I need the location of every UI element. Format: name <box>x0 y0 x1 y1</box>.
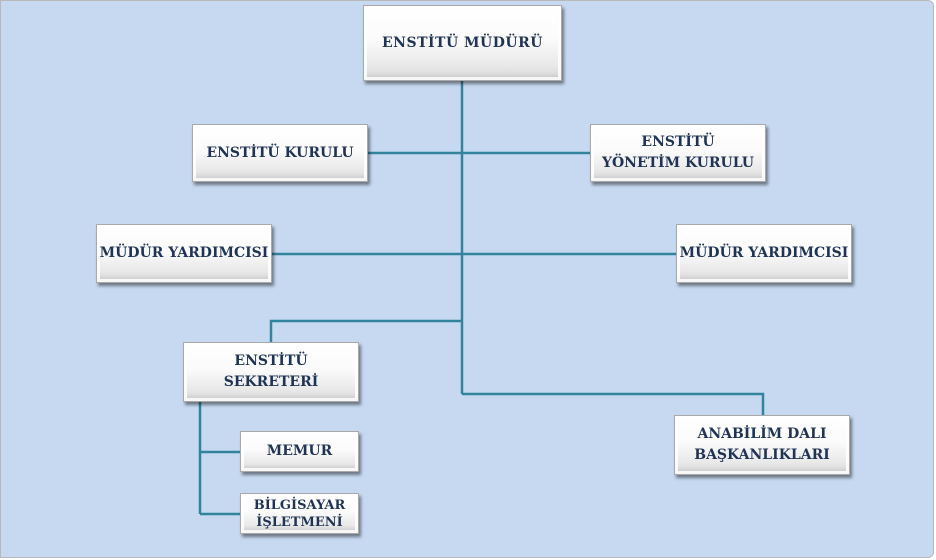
director-label: ENSTİTÜ MÜDÜRÜ <box>382 34 543 51</box>
institute-council-box: ENSTİTÜ KURULU <box>192 124 368 182</box>
connector-department-heads <box>462 392 765 415</box>
institute-board-label: ENSTİTÜ YÖNETİM KURULU <box>601 134 754 171</box>
computer-operator-box: BİLGİSAYAR İŞLETMENİ <box>240 493 359 534</box>
director-box: ENSTİTÜ MÜDÜRÜ <box>363 5 562 81</box>
vice-director-left-label: MÜDÜR YARDIMCISI <box>99 245 269 261</box>
vice-director-right-label: MÜDÜR YARDIMCISI <box>679 245 849 261</box>
department-heads-box: ANABİLİM DALI BAŞKANLIKLARI <box>674 415 850 475</box>
vice-director-left-box: MÜDÜR YARDIMCISI <box>96 224 272 283</box>
computer-operator-label: BİLGİSAYAR İŞLETMENİ <box>253 497 346 530</box>
institute-council-label: ENSTİTÜ KURULU <box>206 144 354 161</box>
vice-director-right-box: MÜDÜR YARDIMCISI <box>676 224 852 283</box>
institute-secretary-box: ENSTİTÜ SEKRETERİ <box>183 342 359 402</box>
clerk-label: MEMUR <box>266 443 333 459</box>
connector-secretary <box>269 319 462 342</box>
institute-board-box: ENSTİTÜ YÖNETİM KURULU <box>590 124 766 182</box>
institute-secretary-label: ENSTİTÜ SEKRETERİ <box>223 353 319 390</box>
department-heads-label: ANABİLİM DALI BAŞKANLIKLARI <box>694 426 830 463</box>
clerk-box: MEMUR <box>240 431 359 472</box>
